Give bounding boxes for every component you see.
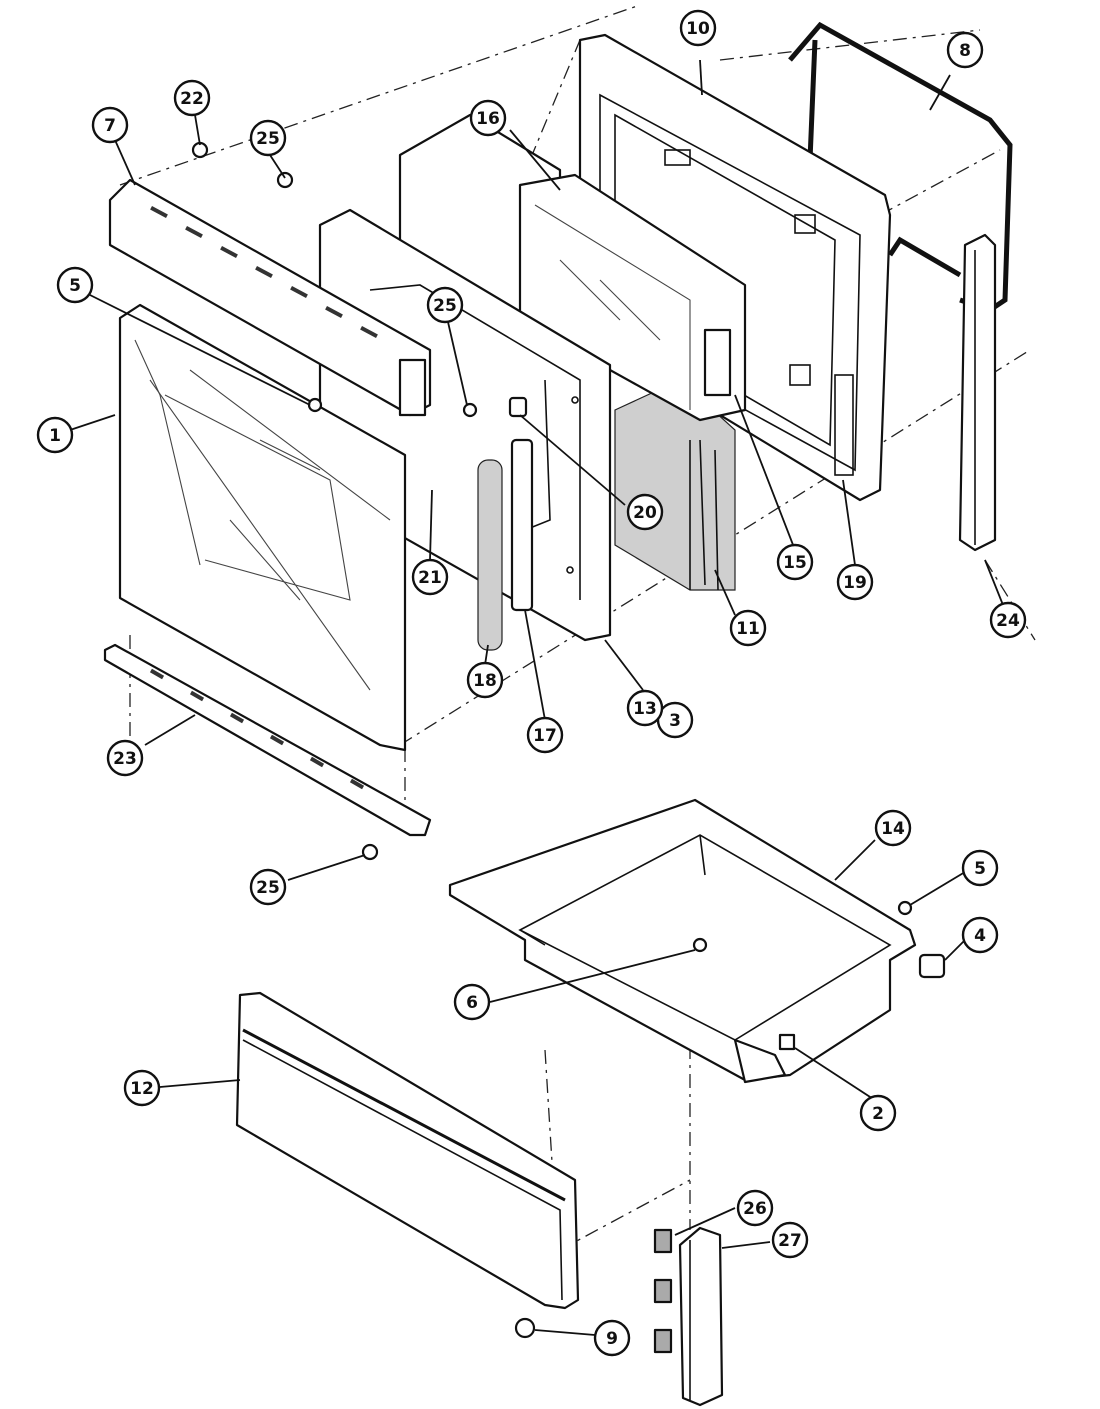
callout-8: 8 <box>946 31 984 69</box>
callout-1: 1 <box>36 416 74 454</box>
svg-text:19: 19 <box>843 573 867 593</box>
door-vent-panel-part <box>108 178 432 417</box>
callout-22: 22 <box>173 79 211 117</box>
door-side-trim-part <box>958 233 997 552</box>
svg-text:12: 12 <box>130 1079 154 1099</box>
svg-text:4: 4 <box>974 926 986 946</box>
svg-text:14: 14 <box>881 819 905 839</box>
callout-27: 27 <box>771 1221 809 1259</box>
svg-text:16: 16 <box>476 109 500 129</box>
callout-4: 4 <box>961 916 999 954</box>
svg-text:13: 13 <box>633 699 657 719</box>
svg-text:23: 23 <box>113 749 137 769</box>
callout-3: 3 <box>656 701 694 739</box>
insulation-strip-part <box>477 459 503 651</box>
callout-25-bottom: 25 <box>249 868 287 906</box>
trim-slots <box>149 668 365 790</box>
svg-text:26: 26 <box>743 1199 767 1219</box>
svg-text:25: 25 <box>256 129 280 149</box>
callout-24: 24 <box>989 601 1027 639</box>
svg-text:25: 25 <box>433 296 457 316</box>
svg-text:5: 5 <box>69 276 81 296</box>
drawer-side-trim-part <box>678 1226 724 1407</box>
svg-text:18: 18 <box>473 671 497 691</box>
storage-drawer-part <box>448 798 917 1084</box>
svg-text:9: 9 <box>606 1329 618 1349</box>
svg-text:7: 7 <box>104 116 116 136</box>
svg-text:20: 20 <box>633 503 657 523</box>
callout-19: 19 <box>836 563 874 601</box>
vent-slots <box>150 206 378 338</box>
svg-text:22: 22 <box>180 89 204 109</box>
svg-text:11: 11 <box>736 619 760 639</box>
svg-text:24: 24 <box>996 611 1020 631</box>
svg-text:3: 3 <box>669 711 681 731</box>
callout-14: 14 <box>874 809 912 847</box>
callout-25-top: 25 <box>249 119 287 157</box>
callout-7: 7 <box>91 106 129 144</box>
callout-23: 23 <box>106 739 144 777</box>
svg-text:25: 25 <box>256 878 280 898</box>
door-channel-part <box>510 438 534 612</box>
svg-text:6: 6 <box>466 993 478 1013</box>
callout-2: 2 <box>859 1094 897 1132</box>
screw-hardware <box>191 141 946 1339</box>
svg-text:21: 21 <box>418 568 442 588</box>
svg-text:17: 17 <box>533 726 557 746</box>
door-bottom-trim-part <box>103 643 432 837</box>
callout-26: 26 <box>736 1189 774 1227</box>
callout-21: 21 <box>411 558 449 596</box>
svg-text:8: 8 <box>959 41 971 61</box>
svg-text:10: 10 <box>686 19 710 39</box>
callout-18: 18 <box>466 661 504 699</box>
callout-12: 12 <box>123 1069 161 1107</box>
svg-text:1: 1 <box>49 426 61 446</box>
callout-11: 11 <box>729 609 767 647</box>
callout-9: 9 <box>593 1319 631 1357</box>
callout-15: 15 <box>776 543 814 581</box>
callout-5-drawer: 5 <box>961 849 999 887</box>
svg-text:2: 2 <box>872 1104 884 1124</box>
drawer-front-part <box>235 991 580 1310</box>
callout-25-mid: 25 <box>426 286 464 324</box>
callout-13: 13 <box>626 689 664 727</box>
trim-clips-part <box>653 1228 673 1354</box>
callout-6: 6 <box>453 983 491 1021</box>
svg-text:27: 27 <box>778 1231 802 1251</box>
callout-16: 16 <box>469 99 507 137</box>
callout-17: 17 <box>526 716 564 754</box>
outer-door-panel-part <box>118 303 407 752</box>
callout-20: 20 <box>626 493 664 531</box>
leader-lines <box>69 59 1004 1336</box>
svg-text:5: 5 <box>974 859 986 879</box>
callout-10: 10 <box>679 9 717 47</box>
svg-text:15: 15 <box>783 553 807 573</box>
callout-5-door: 5 <box>56 266 94 304</box>
